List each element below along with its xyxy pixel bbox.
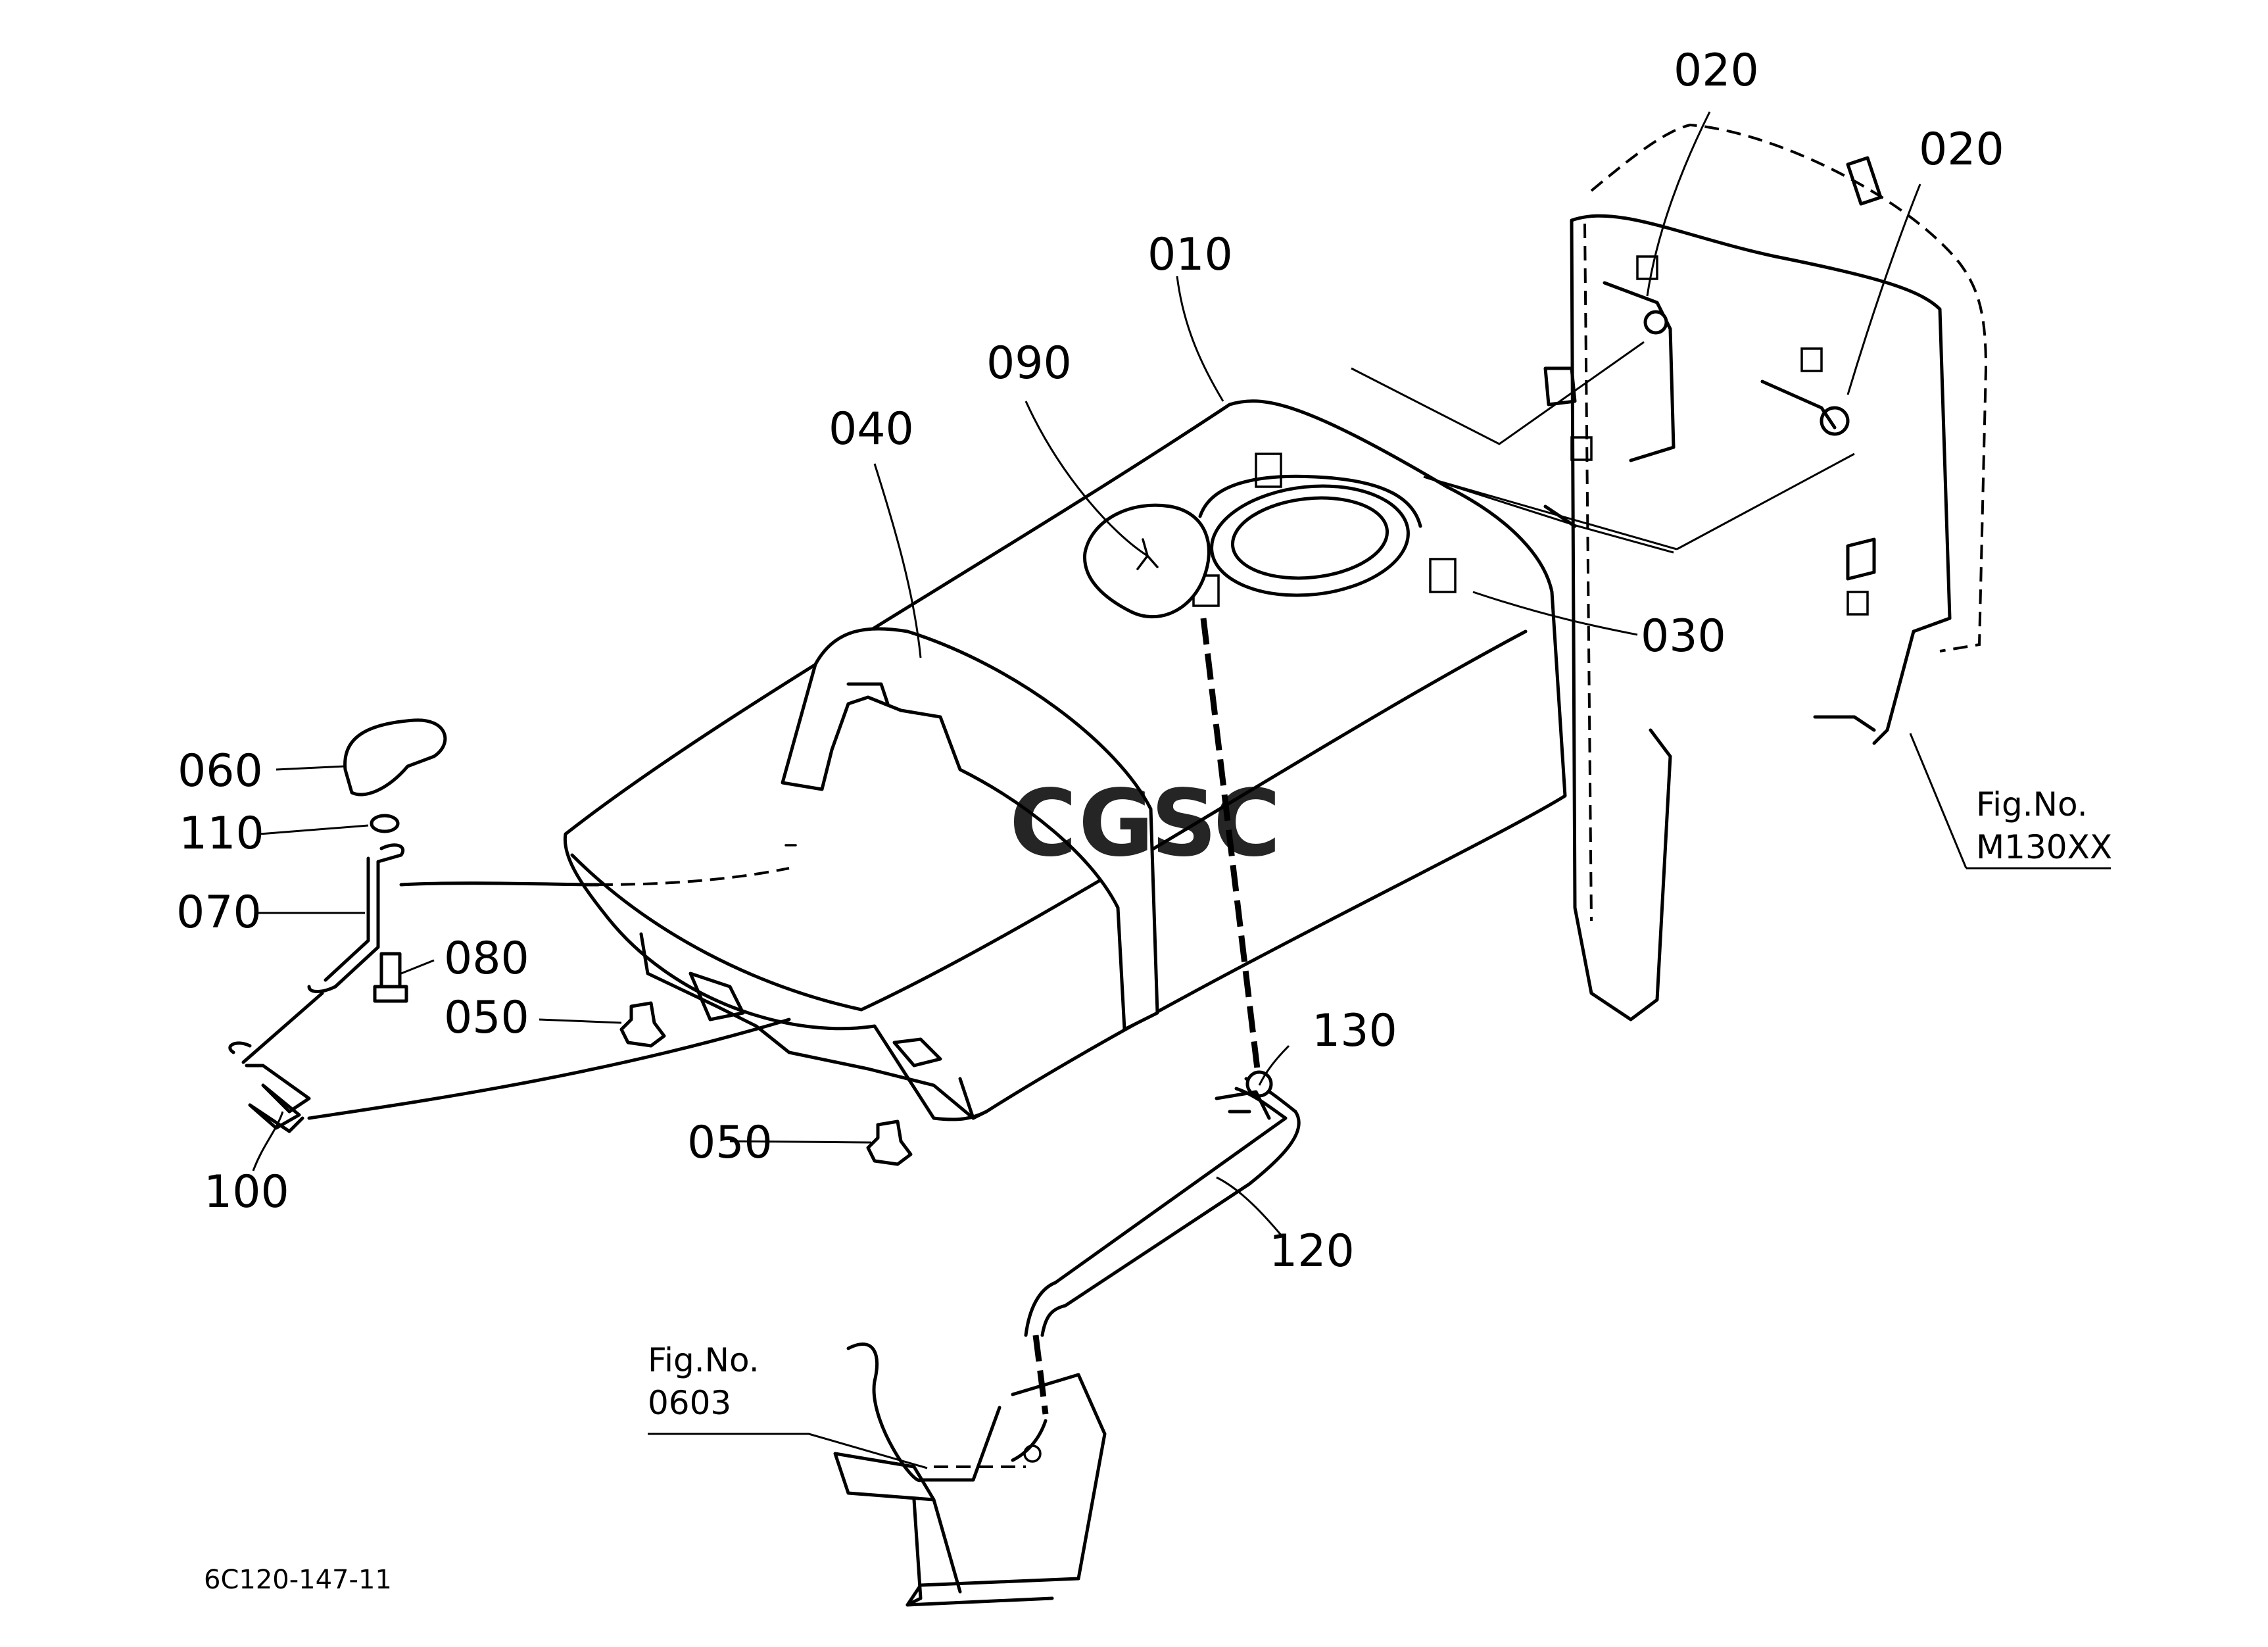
leader-lines: [252, 111, 2111, 1469]
rubber-mount-050b-icon: [866, 1119, 913, 1166]
rod-120-icon: [1024, 618, 1301, 1415]
fig-ref-m130xx-line2: M130XX: [1976, 828, 2112, 866]
label-110: 110: [179, 808, 264, 860]
spring-icon: [228, 991, 791, 1133]
watermark-letter-3: S: [1151, 770, 1217, 877]
label-010: 010: [1147, 229, 1233, 281]
fig-ref-m130xx-line1: Fig.No.: [1976, 785, 2088, 823]
rear-frame-icon: [1351, 123, 1988, 1021]
clip-130-icon: [1215, 1090, 1271, 1120]
watermark-letter-4: C: [1213, 770, 1281, 877]
label-020-left: 020: [1674, 45, 1759, 97]
label-090: 090: [986, 337, 1072, 389]
rod-dashed: [598, 867, 790, 886]
fig-ref-0603-line1: Fig.No.: [648, 1341, 760, 1379]
seat-cushion-icon: [1083, 503, 1211, 619]
label-080: 080: [444, 933, 529, 985]
watermark-letter-2: G: [1078, 770, 1154, 877]
watermark-letter-1: C: [1009, 770, 1077, 877]
label-030: 030: [1641, 610, 1726, 662]
label-130: 130: [1312, 1005, 1397, 1057]
label-020-right: 020: [1919, 124, 2004, 176]
label-060: 060: [178, 745, 263, 797]
label-070: 070: [176, 887, 262, 939]
label-120: 120: [1269, 1225, 1355, 1277]
rubber-mount-050a-icon: [619, 1001, 666, 1048]
label-100: 100: [204, 1166, 289, 1218]
rod-curve: [399, 881, 600, 887]
label-050-upper: 050: [444, 992, 529, 1044]
fender-panel-icon: [781, 627, 1159, 1031]
fig-ref-0603-line2: 0603: [648, 1384, 731, 1422]
watermark: C G S C: [1009, 770, 1281, 877]
label-040: 040: [829, 403, 914, 455]
bolt-080-icon: [373, 952, 408, 1003]
lever-knob-icon: [307, 718, 447, 993]
diagram-code: 6C120-147-11: [204, 1565, 392, 1595]
bracket-icon: [833, 1342, 1107, 1607]
label-050-lower: 050: [687, 1117, 773, 1169]
